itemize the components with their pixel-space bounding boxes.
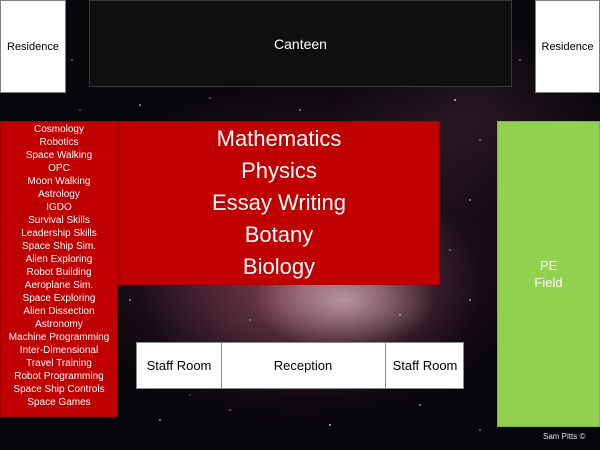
elective-item: OPC <box>48 163 70 174</box>
staff-room-left-label: Staff Room <box>146 358 212 373</box>
residence-left-label: Residence <box>7 40 59 53</box>
elective-item: Inter-Dimensional <box>19 345 99 356</box>
elective-item: Robot Building <box>26 267 92 278</box>
residence-right-label: Residence <box>541 40 594 53</box>
pe-field-label-line2: Field <box>534 275 563 290</box>
elective-item: Space Games <box>27 397 91 408</box>
electives-block: Cosmology Robotics Space Walking OPC Moo… <box>0 121 118 417</box>
electives-list: Cosmology Robotics Space Walking OPC Moo… <box>9 123 110 409</box>
elective-item: Robotics <box>39 137 79 148</box>
elective-item: Astrology <box>38 189 80 200</box>
elective-item: Space Ship Sim. <box>22 241 96 252</box>
elective-item: IGDO <box>46 202 72 213</box>
main-subjects-block: Mathematics Physics Essay Writing Botany… <box>118 121 440 285</box>
main-subject-item: Essay Writing <box>211 190 347 215</box>
office-row: Staff Room Reception Staff Room <box>136 342 464 389</box>
reception: Reception <box>221 343 385 388</box>
author-credit: Sam Pitts © <box>543 432 586 441</box>
main-subjects-list: Mathematics Physics Essay Writing Botany… <box>212 123 346 283</box>
staff-room-right: Staff Room <box>385 343 464 388</box>
staff-room-right-label: Staff Room <box>392 358 458 373</box>
elective-item: Space Ship Controls <box>13 384 105 395</box>
elective-item: Leadership Skills <box>21 228 97 239</box>
elective-item: Alien Dissection <box>23 306 95 317</box>
elective-item: Alien Exploring <box>25 254 93 265</box>
elective-item: Travel Training <box>26 358 92 369</box>
elective-item: Machine Programming <box>8 332 110 343</box>
canteen-label: Canteen <box>274 35 327 52</box>
elective-item: Aeroplane Sim. <box>24 280 94 291</box>
pe-field-label-line1: PE <box>539 258 558 273</box>
elective-item: Space Exploring <box>22 293 96 304</box>
elective-item: Space Walking <box>25 150 93 161</box>
residence-right: Residence <box>535 0 600 93</box>
main-subject-item: Botany <box>244 222 314 247</box>
main-subject-item: Biology <box>242 254 316 279</box>
residence-left: Residence <box>0 0 66 93</box>
elective-item: Cosmology <box>33 124 84 135</box>
canteen: Canteen <box>89 0 512 87</box>
reception-label: Reception <box>273 358 333 373</box>
pe-field: PE Field <box>497 121 600 427</box>
main-subject-item: Mathematics <box>216 126 342 151</box>
elective-item: Survival Skills <box>28 215 90 226</box>
elective-item: Moon Walking <box>27 176 91 187</box>
main-subject-item: Physics <box>241 158 317 183</box>
elective-item: Robot Programming <box>14 371 104 382</box>
staff-room-left: Staff Room <box>137 343 222 388</box>
elective-item: Astronomy <box>35 319 83 330</box>
